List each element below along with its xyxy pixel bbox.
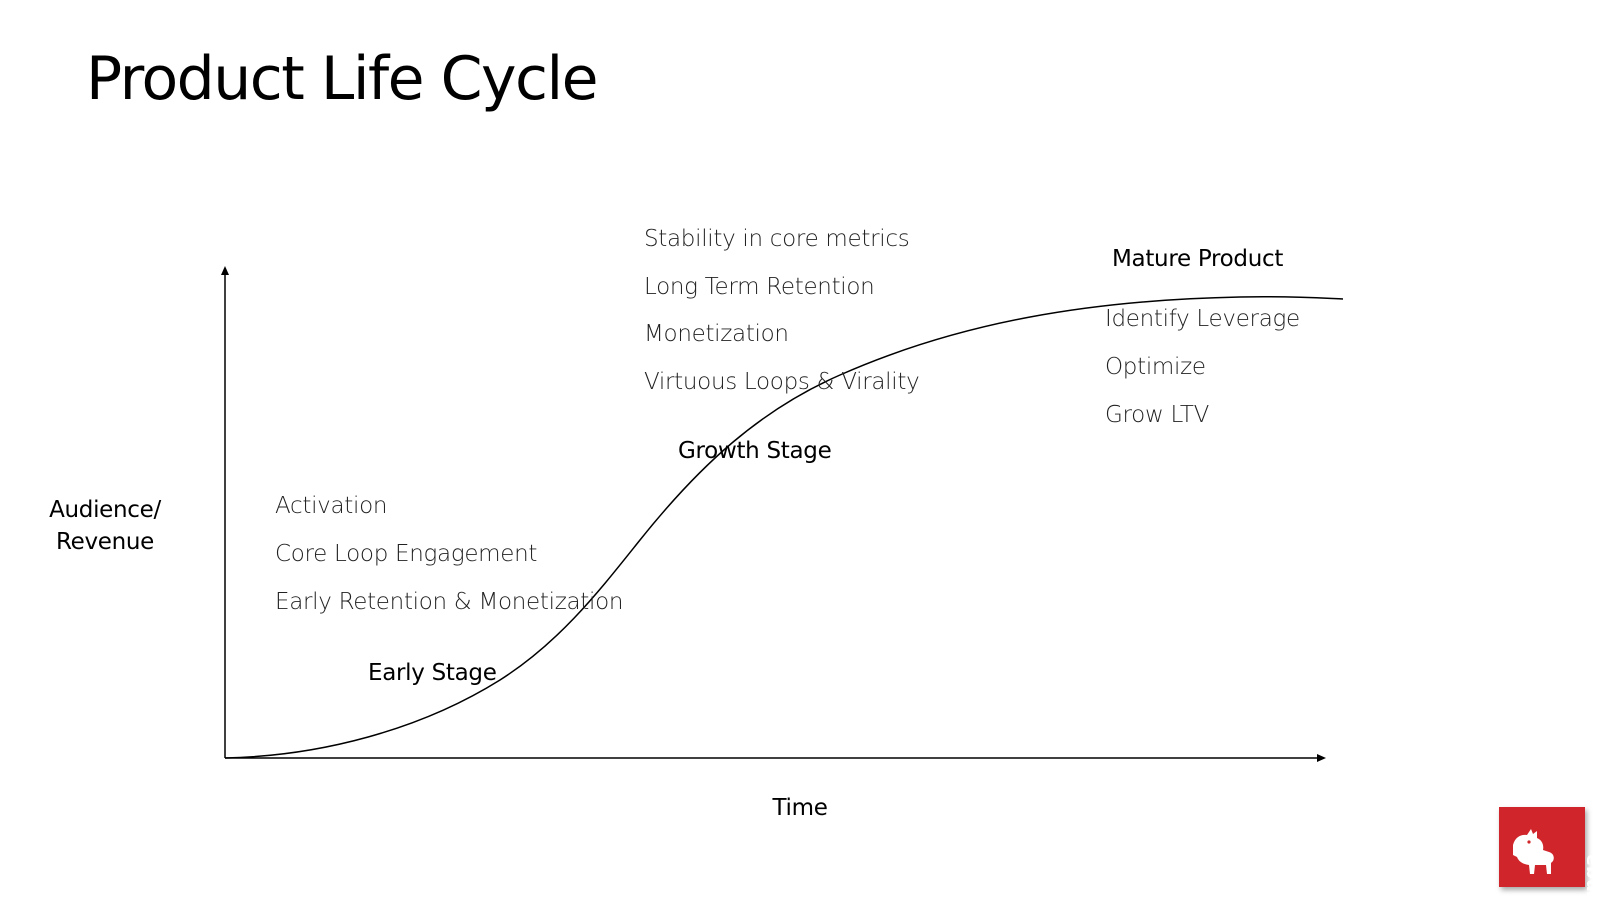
growth-item-monetization: Monetization [644,321,789,347]
y-axis-label-line2: Revenue [55,529,155,555]
x-axis-label: Time [772,795,828,821]
slide-title: Product Life Cycle [86,44,599,114]
y-axis-label: Audience/ Revenue [30,494,180,558]
early-item-activation: Activation [275,493,388,519]
y-axis-label-line1: Audience/ [49,497,161,523]
mature-item-optimize: Optimize [1105,354,1206,380]
early-stage-label: Early Stage [368,660,497,686]
zynga-logo: zynga. [1499,807,1600,914]
zynga-logo-text: zynga. [1581,847,1600,914]
growth-item-long-term-retention: Long Term Retention [644,274,875,300]
mature-item-grow-ltv: Grow LTV [1105,402,1209,428]
mature-item-identify-leverage: Identify Leverage [1105,306,1300,332]
growth-item-virality: Virtuous Loops & Virality [644,369,920,395]
early-item-core-loop: Core Loop Engagement [275,541,538,567]
life-cycle-curve [224,295,1344,759]
growth-item-stability: Stability in core metrics [644,226,910,252]
zynga-dog-icon [1513,829,1554,874]
mature-stage-label: Mature Product [1112,246,1284,272]
growth-stage-label: Growth Stage [678,438,832,464]
early-item-retention-monetization: Early Retention & Monetization [275,589,624,615]
